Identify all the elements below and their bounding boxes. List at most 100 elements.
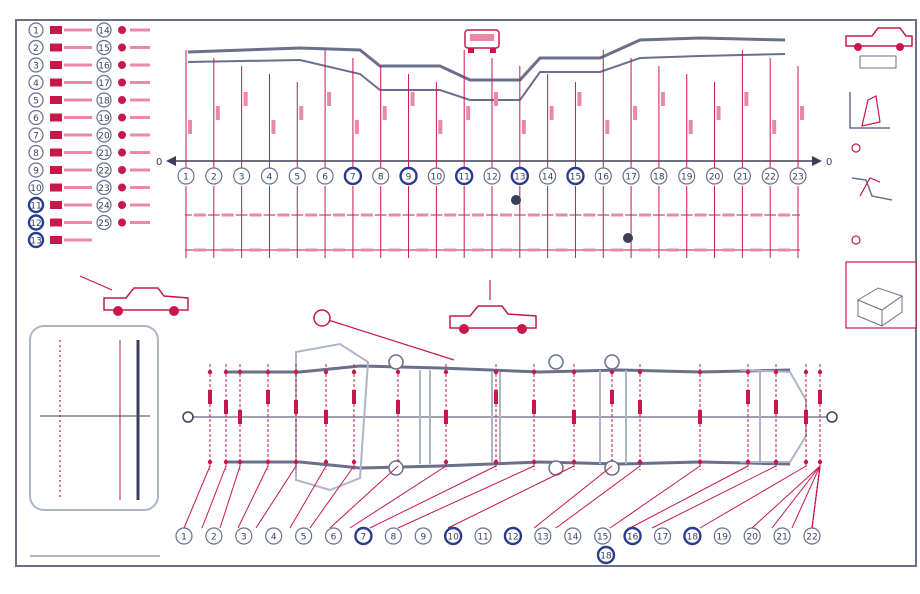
side-callout-9: 9 (399, 166, 418, 186)
plan-rail-right (228, 460, 791, 470)
legend-key-3: 3 (28, 57, 44, 73)
legend-key-2: 2 (28, 39, 44, 56)
hole-symbol-icon (118, 183, 126, 192)
legend-key-15: 15 (96, 39, 112, 56)
plan-dim-tick-3 (266, 390, 270, 404)
plan-callout-22-label: 22 (806, 533, 817, 543)
plan-leader-21 (791, 465, 821, 529)
plan-rail-left (228, 364, 791, 374)
plan-hole-top-1 (223, 369, 229, 375)
plan-callout-8-label: 8 (390, 533, 396, 543)
plan-hole-bottom-4 (293, 459, 299, 465)
plan-hole-top-5 (323, 369, 329, 375)
plan-dim-tick-2 (238, 410, 242, 424)
side-dim-tick-1 (188, 120, 192, 134)
hole-symbol-icon (118, 78, 126, 87)
right-panel (845, 27, 917, 329)
plan-dim-tick-11 (572, 410, 576, 424)
side-dim-tick-7 (354, 120, 359, 134)
plan-dim-tick-10 (532, 400, 536, 414)
legend-key-19: 19 (96, 109, 112, 126)
plan-mount-top-icon-0 (388, 354, 404, 370)
iso-box-panel (845, 261, 917, 329)
side-callout-10: 10 (427, 167, 445, 185)
side-dim-tick-20 (716, 106, 721, 120)
plan-callout-1: 1 (175, 527, 193, 545)
isometric-box-icon (856, 287, 904, 327)
legend-key-11-label: 11 (30, 202, 41, 212)
legend-key-9-label: 9 (33, 167, 39, 177)
plan-leader-19 (751, 465, 821, 529)
side-dim-tick-18 (660, 92, 665, 106)
side-callout-7-label: 7 (350, 173, 356, 183)
side-callout-16-label: 16 (598, 173, 610, 183)
side-callout-2: 2 (205, 167, 223, 185)
hole-symbol-icon (50, 78, 62, 87)
side-callout-13-label: 13 (514, 173, 525, 183)
side-callout-12-label: 12 (486, 173, 497, 183)
legend-key-25-label: 25 (98, 219, 109, 229)
side-callout-15-label: 15 (570, 173, 581, 183)
side-callout-3: 3 (233, 167, 251, 185)
datum-left-icon (182, 411, 194, 423)
side-right-datum: 0 (826, 157, 832, 168)
legend-key-2-label: 2 (33, 44, 39, 54)
pointer-line (321, 317, 455, 361)
seat-profile-icon (849, 92, 890, 153)
hole-symbol-icon (50, 148, 62, 157)
side-callout-1-label: 1 (183, 173, 189, 183)
side-callout-7: 7 (343, 166, 363, 186)
legend-key-23: 23 (96, 179, 112, 196)
datum-right-icon (826, 411, 838, 423)
legend-key-8: 8 (28, 144, 44, 161)
side-hole-marker-icon (511, 195, 521, 205)
plan-dim-tick-17 (804, 410, 808, 424)
side-dim-tick-19 (688, 120, 693, 134)
side-callout-2-label: 2 (211, 173, 217, 183)
plan-callout-2-label: 2 (211, 533, 217, 543)
plan-hole-top-14 (697, 369, 703, 375)
legend-key-21: 21 (96, 144, 112, 161)
plan-callout-12-label: 12 (507, 533, 518, 543)
plan-callout-17-label: 17 (657, 533, 668, 543)
plan-leader-4 (237, 465, 269, 529)
legend-key-15-label: 15 (98, 44, 109, 54)
plan-hole-top-16 (773, 369, 779, 375)
legend-key-4-label: 4 (33, 79, 39, 89)
side-callout-18: 18 (650, 167, 668, 185)
plan-callout-9-label: 9 (420, 533, 426, 543)
plan-hole-top-17 (803, 369, 809, 375)
plan-hole-bottom-1 (223, 459, 229, 465)
side-dim-tick-13 (521, 120, 526, 134)
plan-hole-bottom-5 (323, 459, 329, 465)
plan-dim-tick-6 (352, 390, 356, 404)
legend-key-11: 11 (27, 196, 45, 214)
legend-key-6: 6 (28, 109, 44, 126)
plan-callout-16: 16 (623, 526, 642, 546)
side-dim-tick-9 (410, 92, 415, 106)
plan-dim-tick-7 (396, 400, 400, 414)
plan-hole-top-3 (265, 369, 271, 375)
side-dim-tick-11 (466, 106, 471, 120)
plan-callout-10: 10 (443, 526, 463, 546)
plan-dim-tick-13 (638, 400, 642, 414)
hole-symbol-icon (50, 218, 62, 227)
side-hole-marker-icon-2 (623, 233, 633, 243)
plan-hole-bottom-16 (773, 459, 779, 465)
hole-symbol-icon (118, 166, 126, 174)
plan-callout-16-label: 16 (627, 533, 639, 543)
plan-mount-bottom-icon-2 (604, 460, 620, 476)
truck-side-icon-center (449, 280, 537, 334)
hole-symbol-icon (50, 96, 62, 104)
side-callout-23: 23 (789, 167, 807, 185)
plan-callout-4: 4 (265, 527, 283, 545)
datum-arrow-right-icon (812, 156, 822, 166)
plan-dim-tick-1 (224, 400, 228, 414)
plan-callout-8: 8 (384, 527, 402, 545)
legend-key-3-label: 3 (33, 62, 39, 72)
side-callout-15: 15 (566, 166, 585, 186)
side-dim-tick-3 (243, 92, 248, 106)
